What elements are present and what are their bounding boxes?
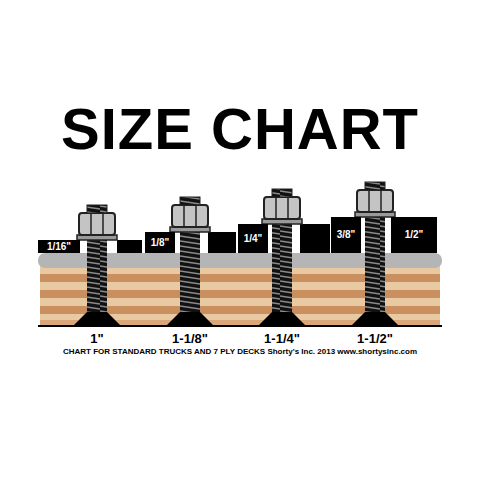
bolt-length: 1-1/4"	[264, 332, 300, 345]
bolt	[166, 197, 214, 326]
chart-title: SIZE CHART	[61, 100, 419, 158]
bolt-shaft	[272, 224, 292, 314]
riser-pad: 1/16"	[38, 240, 80, 253]
riser-pad: 1/2"	[391, 217, 437, 253]
riser-pad	[208, 232, 236, 253]
riser-size: 1/2"	[405, 230, 424, 240]
nut	[172, 205, 208, 227]
bolt-head	[258, 312, 306, 326]
bolt-length: 1-1/8"	[172, 332, 208, 345]
chart-caption: CHART FOR STANDARD TRUCKS AND 7 PLY DECK…	[63, 348, 417, 356]
riser-size: 1/4"	[244, 234, 263, 244]
bolt-length: 1"	[90, 332, 103, 345]
bolt-shaft	[365, 217, 385, 314]
bolt	[73, 205, 121, 326]
bolt-head	[73, 312, 121, 326]
bolt-thread	[365, 182, 385, 190]
nut-edge	[369, 190, 381, 212]
bolt-head	[166, 312, 214, 326]
nut	[357, 190, 393, 212]
riser-pad: 1/8"	[145, 232, 175, 253]
bolt	[351, 182, 399, 326]
bolt-length: 1-1/2"	[357, 332, 393, 345]
nut-edge	[184, 205, 196, 227]
bolt	[258, 189, 306, 326]
riser-size: 1/8"	[151, 238, 170, 248]
bolt-head	[351, 312, 399, 326]
bolt-thread	[87, 205, 107, 213]
bolt-thread	[272, 189, 292, 197]
nut	[79, 213, 115, 235]
riser-pad	[117, 240, 142, 253]
riser-size: 1/16"	[47, 242, 71, 252]
riser-size: 3/8"	[337, 230, 356, 240]
riser-pad: 3/8"	[331, 217, 361, 253]
nut	[264, 197, 300, 219]
nut-edge	[276, 197, 288, 219]
riser-pad: 1/4"	[238, 224, 268, 253]
bolt-shaft	[180, 232, 200, 314]
bolt-thread	[180, 197, 200, 205]
bolt-shaft	[87, 240, 107, 314]
nut-edge	[91, 213, 103, 235]
riser-pad	[300, 224, 330, 253]
